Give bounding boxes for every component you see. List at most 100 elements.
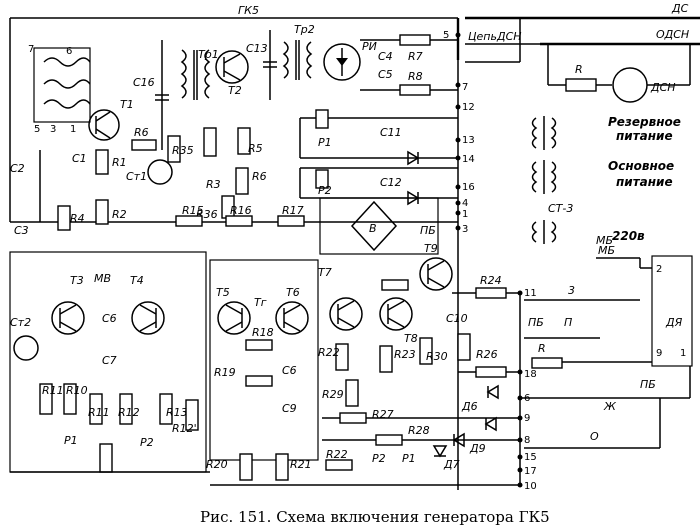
t4-collector (139, 304, 157, 315)
resistor-r29 (375, 434, 403, 446)
resistor-r20 (239, 453, 253, 481)
terminal-7: 7 (462, 82, 468, 93)
stabilitron-st2 (13, 335, 39, 361)
r30-label: R29 (322, 388, 344, 401)
tr2-label: Тр2 (294, 23, 315, 36)
gk5-label: ГК5 (238, 4, 259, 17)
resistor-r-dsn (565, 78, 597, 92)
resistor-r35 (167, 135, 181, 163)
resistor-r12p (185, 399, 199, 431)
terminal-dots (455, 32, 523, 488)
figure-caption: Рис. 151. Схема включения генератора ГК5 (200, 508, 550, 526)
r9-label: R8 (408, 70, 423, 83)
resistor-r7 (235, 167, 249, 195)
ct3-transformer (531, 220, 557, 244)
t8-collector (387, 300, 405, 311)
p1-top-label: Р1 (318, 136, 332, 149)
dya-terminal-9: 9 (656, 348, 662, 359)
r3-label: R3 (206, 178, 221, 191)
dsn-label: ДСН (650, 81, 676, 94)
tr2-transformer (282, 40, 313, 80)
relay-dya (651, 255, 693, 367)
r4-label: R4 (70, 212, 85, 225)
resistor-r24 (379, 345, 393, 373)
d7-label: Д7 (443, 458, 460, 471)
tr1-label: Тр1 (198, 48, 219, 61)
ri-label: РИ (362, 40, 377, 53)
ri-arrow-icon (336, 58, 348, 66)
odsn-label: ОДСН (656, 28, 689, 41)
r23-label: R22 (318, 346, 340, 359)
t7-label: Т7 (318, 266, 332, 279)
c11-label: C11 (380, 126, 402, 139)
r1-label: R1 (112, 156, 127, 169)
r35-label: R35 (172, 144, 194, 157)
gen-terminal-5: 5 (34, 124, 40, 135)
main-label-1: Основное (608, 159, 674, 173)
resistor-r31 (419, 337, 433, 365)
t1-collector (95, 111, 111, 122)
transistor-t2 (215, 50, 249, 84)
mv-label: МВ (94, 272, 111, 285)
t6-collector (283, 304, 301, 315)
transistor-t5 (217, 301, 251, 335)
tg-block (209, 259, 319, 461)
resistor-r10 (63, 383, 77, 415)
resistor-r11 (89, 393, 103, 425)
diode-bridge (350, 200, 398, 252)
r26-label: R24 (480, 274, 502, 287)
r13-label: R13 (166, 406, 188, 419)
ri-meter (323, 43, 361, 81)
transistor-t9 (419, 257, 453, 291)
d9-label: Д9 (469, 442, 486, 455)
p2-low-label: Р2 (372, 452, 386, 465)
resistor-r5 (131, 139, 157, 151)
t2-label: Т2 (228, 84, 242, 97)
resistor-r12 (119, 393, 133, 425)
t3-label: Т3 (70, 274, 84, 287)
r8-label: R7 (408, 50, 423, 63)
terminal-13: 13 (462, 135, 475, 146)
c9-label: C9 (282, 402, 297, 415)
resistor-r18 (245, 339, 273, 351)
r15-label: R15 (182, 204, 204, 217)
r20-label: R20 (206, 458, 228, 471)
p-label: П (564, 316, 572, 329)
resistor-r2 (95, 199, 109, 225)
p2-mv-label: Р2 (140, 436, 154, 449)
t5-emitter (225, 321, 243, 332)
c13-label: C13 (246, 42, 268, 55)
resistor-r6 (237, 127, 251, 155)
resistor-r-relay (531, 357, 563, 369)
gen-terminal-6: 6 (66, 46, 72, 57)
dsn-lamp (612, 67, 648, 103)
resistor-r15 (175, 215, 203, 227)
r5-label: R6 (134, 126, 149, 139)
r16-label: R16 (230, 204, 252, 217)
resistor-r8 (399, 34, 431, 46)
tr1-transformer (180, 49, 211, 100)
main-transformer (531, 160, 557, 194)
t6-label: Т6 (286, 286, 300, 299)
r11-label: R11 (88, 406, 110, 419)
diode-d6-top (486, 384, 499, 400)
terminal-18: 18 (524, 369, 537, 380)
gen-terminal-3: 3 (50, 124, 56, 135)
c3-label: C3 (14, 224, 29, 237)
r24-label: R23 (394, 348, 416, 361)
pb2-label: ПБ (528, 316, 544, 329)
pb3-label: ПБ (640, 378, 656, 391)
resistor-r11p (39, 383, 53, 415)
bridge-label: В (369, 222, 377, 235)
terminal-14: 14 (462, 154, 475, 165)
resistor-r23 (335, 343, 349, 371)
terminal-15: 15 (524, 452, 537, 463)
r7-label: R6 (252, 170, 267, 183)
c7-label: C7 (102, 354, 117, 367)
transistor-t4 (131, 301, 165, 335)
resistor-r28 (339, 412, 367, 424)
resistor-r27 (475, 366, 507, 378)
dya-label: ДЯ (665, 316, 683, 329)
gen-terminal-1: 1 (70, 124, 76, 135)
c16-label: C16 (133, 76, 155, 89)
